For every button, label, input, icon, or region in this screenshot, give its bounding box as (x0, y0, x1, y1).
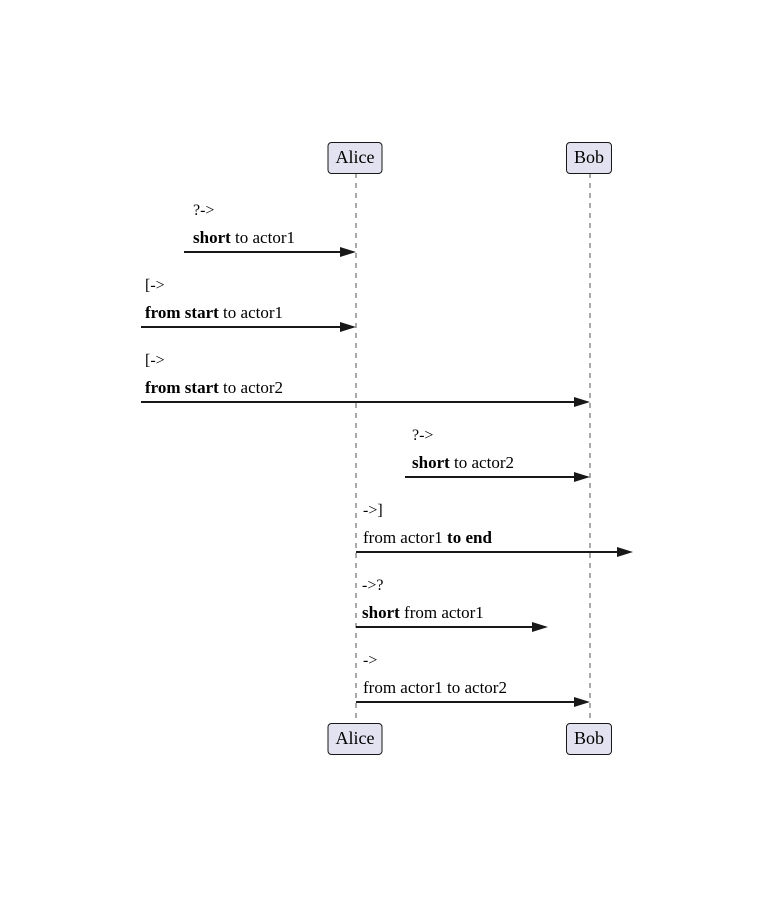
arrowhead-icon (574, 397, 590, 407)
message-label: short from actor1 (362, 603, 484, 623)
message-label-part: from actor1 (363, 528, 448, 547)
message-prefix: ->] (363, 502, 383, 519)
message-label-part: from start (145, 378, 219, 397)
message-label: short to actor2 (412, 453, 514, 473)
message-line (356, 626, 545, 628)
message-line (356, 701, 587, 703)
message-label-part: to actor2 (449, 453, 514, 472)
message-line (356, 551, 630, 553)
actor-box-top: Alice (327, 142, 383, 174)
lifeline (589, 173, 591, 723)
message-line (141, 326, 353, 328)
arrowhead-icon (340, 322, 356, 332)
message-prefix: ->? (362, 577, 384, 594)
arrowhead-icon (532, 622, 548, 632)
message-label: from actor1 to end (363, 528, 492, 548)
message-prefix: [-> (145, 277, 165, 294)
actor-box-bottom: Alice (327, 723, 383, 755)
arrowhead-icon (340, 247, 356, 257)
message-label-part: short (412, 453, 450, 472)
message-label-part: to end (447, 528, 492, 547)
message-line (405, 476, 587, 478)
message-label: from start to actor1 (145, 303, 283, 323)
message-prefix: -> (363, 652, 378, 669)
message-label-part: short (193, 228, 231, 247)
message-label-part: from actor1 to actor2 (363, 678, 507, 697)
message-line (184, 251, 353, 253)
message-prefix: ?-> (193, 202, 215, 219)
message-label-part: to actor1 (218, 303, 283, 322)
message-label-part: from start (145, 303, 219, 322)
message-label-part: short (362, 603, 400, 622)
message-line (141, 401, 587, 403)
message-prefix: ?-> (412, 427, 434, 444)
arrowhead-icon (574, 472, 590, 482)
message-label: short to actor1 (193, 228, 295, 248)
lifeline (355, 173, 357, 723)
message-label: from actor1 to actor2 (363, 678, 507, 698)
message-label-part: to actor1 (230, 228, 295, 247)
message-label-part: from actor1 (399, 603, 484, 622)
message-prefix: [-> (145, 352, 165, 369)
arrowhead-icon (617, 547, 633, 557)
message-label: from start to actor2 (145, 378, 283, 398)
actor-box-top: Bob (565, 142, 613, 174)
message-label-part: to actor2 (218, 378, 283, 397)
actor-box-bottom: Bob (565, 723, 613, 755)
arrowhead-icon (574, 697, 590, 707)
